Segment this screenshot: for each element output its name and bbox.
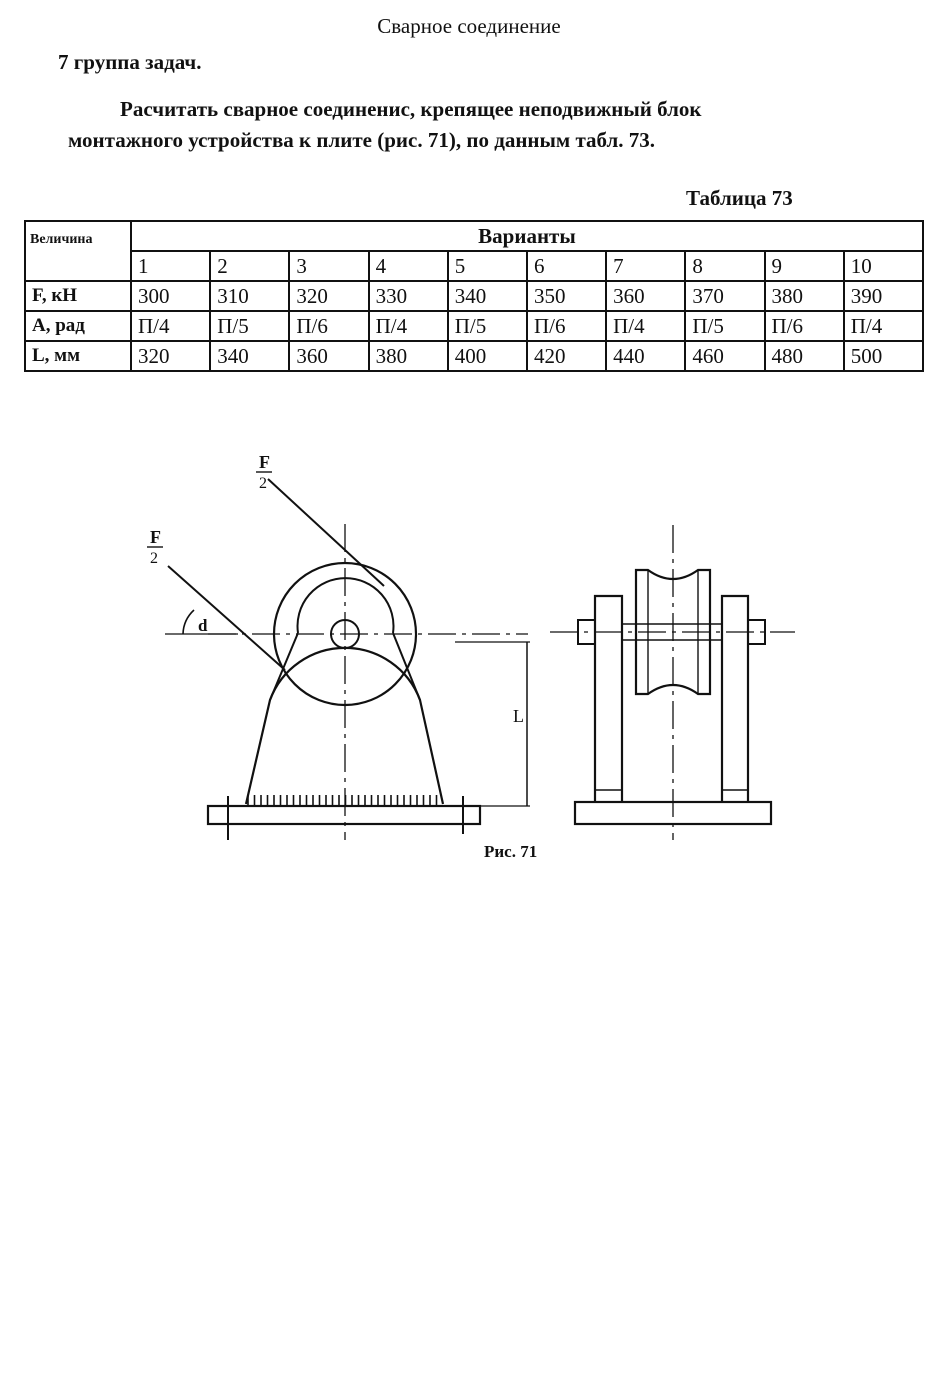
- base-plate: [206, 804, 482, 826]
- pulley-wheel: [272, 561, 418, 707]
- table-cell: П/5: [209, 310, 291, 342]
- force-label-left-denominator: 2: [150, 550, 158, 567]
- bracket-head-arc: [296, 577, 395, 634]
- variants-header-cell: Варианты: [130, 220, 924, 252]
- front-view: L d F 2 F 2: [147, 452, 530, 840]
- table-cell: 460: [684, 340, 766, 372]
- table-cell: 380: [367, 340, 449, 372]
- table-cell: П/5: [446, 310, 528, 342]
- table-cell: П/6: [763, 310, 845, 342]
- table-cell: 360: [605, 280, 687, 312]
- variant-number-cell: 6: [525, 250, 608, 282]
- variant-number-cell: 2: [209, 250, 291, 282]
- table-cell: П/5: [684, 310, 766, 342]
- variant-number-cell: 3: [288, 250, 370, 282]
- force-vector-top: [267, 478, 385, 587]
- angle-label: d: [198, 616, 208, 635]
- table-cell: 320: [129, 340, 212, 372]
- table-cell: 390: [842, 280, 924, 312]
- force-label-left-numerator: F: [150, 527, 161, 547]
- force-label-top-numerator: F: [259, 452, 270, 472]
- table-cell: П/6: [525, 310, 608, 342]
- force-label-top-denominator: 2: [259, 475, 267, 492]
- table-cell: 310: [209, 280, 291, 312]
- row-label-force: F, кН: [24, 280, 132, 312]
- task-statement: Расчитать сварное соединенис, крепящее н…: [68, 94, 868, 156]
- table-cell: П/4: [605, 310, 687, 342]
- side-view: [550, 525, 795, 840]
- variant-number-cell: 10: [842, 250, 924, 282]
- table-cell: 360: [288, 340, 370, 372]
- bracket-right-edge: [392, 632, 421, 701]
- axle-right-end: [747, 619, 766, 645]
- figure-caption: Рис. 71: [484, 842, 538, 861]
- table-cell: 300: [129, 280, 212, 312]
- table-cell: 420: [525, 340, 608, 372]
- quantity-header-cell: Величина: [24, 220, 132, 282]
- table-row-angle: A, рад П/4 П/5 П/6 П/4 П/5 П/6 П/4 П/5 П…: [24, 310, 924, 342]
- document-title: Сварное соединение: [377, 14, 561, 38]
- table-cell: 370: [684, 280, 766, 312]
- table-cell: 440: [605, 340, 687, 372]
- table-cell: 340: [446, 280, 528, 312]
- table-cell: 500: [842, 340, 924, 372]
- force-label-left: F 2: [147, 527, 163, 567]
- right-cheek: [720, 594, 750, 802]
- force-label-top: F 2: [256, 452, 272, 492]
- task-statement-line-2: монтажного устройства к плите (рис. 71),…: [68, 128, 656, 152]
- variant-numbers-row: 1 2 3 4 5 6 7 8 9 10: [25, 250, 924, 282]
- variant-number-cell: 7: [605, 250, 687, 282]
- row-label-angle: A, рад: [24, 310, 132, 342]
- row-label-length: L, мм: [24, 340, 132, 372]
- variant-number-cell: 4: [367, 250, 449, 282]
- bracket-left-edge: [269, 632, 299, 701]
- variants-table: Величина Варианты 1 2 3 4 5 6 7 8 9 10 F…: [24, 220, 924, 372]
- table-cell: 400: [446, 340, 528, 372]
- force-vector-left: [167, 565, 286, 671]
- task-group-title: 7 группа задач.: [58, 50, 202, 74]
- axle-left-end: [577, 619, 596, 645]
- table-cell: П/4: [367, 310, 449, 342]
- table-cell: 340: [209, 340, 291, 372]
- table-cell: 480: [763, 340, 845, 372]
- table-cell: 350: [525, 280, 608, 312]
- variant-number-cell: 9: [763, 250, 845, 282]
- table-cell: П/4: [129, 310, 212, 342]
- table-caption: Таблица 73: [686, 186, 793, 210]
- table-cell: 320: [288, 280, 370, 312]
- table-cell: 380: [763, 280, 845, 312]
- weld-seam-hatching: [247, 795, 438, 806]
- block-drawing: L d F 2 F 2: [147, 452, 795, 840]
- variant-number-cell: 1: [129, 250, 212, 282]
- table-cell: 330: [367, 280, 449, 312]
- table-row-length: L, мм 320 340 360 380 400 420 440 460 48…: [24, 340, 924, 372]
- task-statement-line-1: Расчитать сварное соединенис, крепящее н…: [120, 97, 702, 121]
- left-cheek: [593, 594, 624, 802]
- table-row-force: F, кН 300 310 320 330 340 350 360 370 38…: [24, 280, 924, 312]
- angle-arc: [182, 609, 195, 635]
- variant-number-cell: 8: [684, 250, 766, 282]
- dimension-label: L: [513, 706, 524, 726]
- table-cell: П/6: [288, 310, 370, 342]
- grooved-pulley: [634, 568, 712, 696]
- table-cell: П/4: [842, 310, 924, 342]
- table-header-row: Величина Варианты: [24, 220, 924, 282]
- bracket-outline: [244, 646, 445, 805]
- variant-number-cell: 5: [446, 250, 528, 282]
- side-base-plate: [573, 800, 773, 826]
